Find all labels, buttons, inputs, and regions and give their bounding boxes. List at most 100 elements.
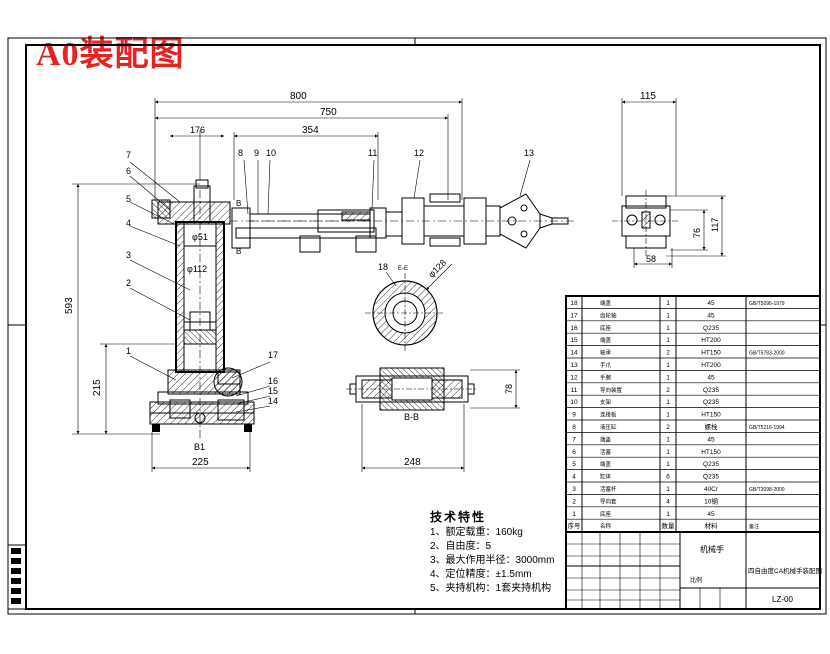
bom-cell-qty: 1	[666, 486, 670, 493]
balloon-13: 13	[524, 148, 534, 158]
title-block-drawing-no: LZ-00	[772, 595, 793, 604]
bom-cell-name: 支架	[600, 398, 612, 406]
bom-cell-name: 端盖	[600, 460, 612, 468]
balloon-16: 16	[268, 376, 278, 386]
bom-cell-std: GB/T3098-2000	[749, 487, 785, 493]
bom-cell-name: 液压缸	[600, 423, 617, 431]
bom-cell-name: 连接板	[600, 411, 617, 419]
side-view-gripper: 115 76 117 58	[612, 91, 726, 268]
balloon-3: 3	[126, 250, 131, 260]
bom-cell-name: 名称	[600, 522, 612, 530]
bom-cell-mat: HT200	[701, 362, 721, 369]
bom-cell-no: 15	[570, 337, 578, 344]
bom-cell-mat: 材料	[705, 521, 719, 530]
dim-215: 215	[92, 379, 103, 396]
section-label-ee: E-E	[398, 266, 408, 272]
balloon-5: 5	[126, 194, 131, 204]
dim-76: 76	[692, 228, 702, 238]
bom-cell-mat: 45	[707, 436, 715, 443]
dim-117: 117	[710, 218, 720, 232]
tech-heading: 技术特性	[430, 510, 487, 524]
balloon-9: 9	[254, 148, 259, 158]
balloon-4: 4	[126, 218, 131, 228]
section-mark-b-bottom: B	[236, 247, 241, 256]
bom-cell-no: 13	[570, 362, 578, 369]
binding-strip	[7, 544, 27, 610]
bom-cell-name: 活塞	[600, 448, 612, 456]
bom-cell-qty: 2	[666, 387, 670, 394]
balloon-14: 14	[268, 396, 278, 406]
bom-cell-no: 9	[572, 412, 576, 419]
bom-cell-mat: Q235	[703, 387, 719, 394]
balloon-15: 15	[268, 386, 278, 396]
tech-item: 4、定位精度：±1.5mm	[430, 569, 532, 580]
bom-cell-qty: 1	[666, 511, 670, 518]
title-block-drawing-title: 机械手	[700, 544, 724, 554]
bom-cell-mat: 45	[707, 374, 715, 381]
bom-cell-no: 14	[570, 350, 578, 357]
bom-cell-mat: Q235	[703, 474, 719, 481]
bom-cell-mat: 45	[707, 511, 715, 518]
tech-item: 3、最大作用半径：3000mm	[430, 555, 555, 566]
bom-header-row: 序号名称数量材料备注	[568, 521, 760, 530]
bom-cell-qty: 2	[666, 350, 670, 357]
tech-item: 2、自由度：5	[430, 541, 492, 552]
balloon-2: 2	[126, 278, 131, 288]
bom-cell-mat: 45	[707, 300, 715, 307]
tech-item: 1、额定载重：160kg	[430, 527, 523, 538]
bom-cell-name: 齿轮轴	[600, 311, 617, 319]
bom-cell-qty: 1	[666, 412, 670, 419]
bom-cell-std: GB/T5783-2000	[749, 351, 785, 357]
bom-cell-no: 1	[572, 511, 576, 518]
title-block: 机械手 四自由度CA机械手装配图 LZ-00 比例	[565, 531, 822, 610]
bom-cell-qty: 1	[666, 461, 670, 468]
bom-row: 7 端盖 1 45	[566, 435, 820, 446]
bom-cell-no: 8	[572, 424, 576, 431]
bom-cell-name: 底座	[600, 510, 612, 518]
bom-cell-qty: 1	[666, 312, 670, 319]
bom-cell-qty: 4	[666, 498, 670, 505]
bom-cell-qty: 1	[666, 436, 670, 443]
dim-phi128: φ128	[426, 258, 448, 280]
bom-cell-name: 活塞杆	[600, 485, 617, 493]
bom-cell-name: 端盖	[600, 435, 612, 443]
bom-cell-mat: 40Cr	[704, 486, 719, 493]
bom-cell-std: 备注	[749, 523, 759, 530]
bom-cell-mat: HT150	[701, 350, 721, 357]
dim-225: 225	[192, 457, 209, 468]
bom-cell-mat: 45	[707, 312, 715, 319]
bom-cell-no: 10	[570, 399, 578, 406]
bom-cell-no: 17	[570, 312, 578, 319]
bom-cell-qty: 1	[666, 362, 670, 369]
dim-phi51: φ51	[192, 232, 208, 242]
bom-cell-qty: 2	[666, 424, 670, 431]
section-mark-b-top: B	[236, 199, 241, 208]
main-view-arm	[230, 193, 576, 253]
dim-176: 176	[190, 125, 205, 135]
main-view-base-column	[149, 179, 255, 440]
bom-cell-no: 4	[572, 474, 576, 481]
drawing-title-stamp: A0装配图	[36, 36, 185, 73]
bom-cell-mat: HT200	[701, 337, 721, 344]
bom-cell-name: 手爪	[600, 361, 612, 369]
bom-cell-name: 轴承	[600, 349, 612, 357]
bom-row: 14 轴承 2 HT150 GB/T5783-2000	[566, 349, 820, 359]
balloon-11: 11	[368, 148, 377, 158]
bom-cell-no: 7	[572, 436, 576, 443]
bom-cell-std: GB/T5216-1994	[749, 425, 785, 431]
bom-cell-name: 端盖	[600, 299, 612, 307]
bom-cell-no: 12	[570, 374, 578, 381]
bom-cell-mat: Q235	[703, 461, 719, 468]
section-label-bb: B-B	[404, 412, 419, 422]
